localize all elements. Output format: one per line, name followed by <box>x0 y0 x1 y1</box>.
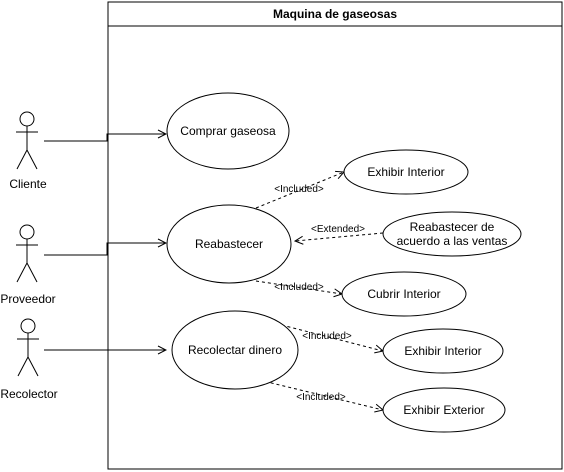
use-case-cubrir-interior[interactable]: Cubrir Interior <box>341 271 467 317</box>
svg-text:Recolectar dinero: Recolectar dinero <box>188 343 282 357</box>
svg-text:acuerdo a las ventas: acuerdo a las ventas <box>397 234 508 248</box>
actor-head-icon <box>20 318 36 334</box>
use-case-recolectar-dinero[interactable]: Recolectar dinero <box>171 310 299 390</box>
relation-label-included-2: <Included> <box>274 282 324 293</box>
relation-label-included-3: <Included> <box>302 331 352 342</box>
actor-label-recolector: Recolector <box>0 387 57 401</box>
system-title: Maquina de gaseosas <box>273 7 397 21</box>
svg-text:Reabastecer de: Reabastecer de <box>410 220 495 234</box>
svg-text:Exhibir Interior: Exhibir Interior <box>367 165 444 179</box>
use-case-comprar-gaseosa[interactable]: Comprar gaseosa <box>166 92 290 170</box>
relation-label-included-4: <Included> <box>296 392 346 403</box>
use-case-reabastecer-ventas[interactable]: Reabastecer de acuerdo a las ventas <box>382 211 522 257</box>
actor-label-cliente: Cliente <box>9 177 47 191</box>
relation-label-included-1: <Included> <box>274 184 324 195</box>
include-reabastecer-exhibir-interior <box>255 172 344 209</box>
include-reabastecer-cubrir <box>255 280 342 294</box>
actor-label-proveedor: Proveedor <box>0 292 55 306</box>
svg-text:Comprar gaseosa: Comprar gaseosa <box>180 124 276 138</box>
use-case-exhibir-exterior[interactable]: Exhibir Exterior <box>382 387 506 433</box>
svg-text:Exhibir Interior: Exhibir Interior <box>404 344 481 358</box>
svg-text:Cubrir Interior: Cubrir Interior <box>367 287 440 301</box>
use-case-exhibir-interior-1[interactable]: Exhibir Interior <box>343 149 469 195</box>
actor-proveedor <box>16 224 38 283</box>
include-recolectar-exhibir-interior <box>269 321 383 351</box>
associations <box>44 134 166 350</box>
actor-cliente <box>16 111 38 170</box>
relationships <box>255 172 384 410</box>
association-proveedor-reabastecer <box>44 243 166 256</box>
relation-label-extended: <Extended> <box>311 224 365 235</box>
svg-text:Exhibir Exterior: Exhibir Exterior <box>403 403 484 417</box>
actor-head-icon <box>19 224 35 240</box>
actor-head-icon <box>19 111 35 127</box>
extend-ventas-reabastecer <box>295 232 384 241</box>
actor-recolector <box>17 318 39 377</box>
use-case-exhibir-interior-2[interactable]: Exhibir Interior <box>382 328 504 374</box>
svg-text:Reabastecer: Reabastecer <box>195 237 263 251</box>
association-cliente-comprar <box>44 134 166 142</box>
use-case-reabastecer[interactable]: Reabastecer <box>166 204 292 284</box>
